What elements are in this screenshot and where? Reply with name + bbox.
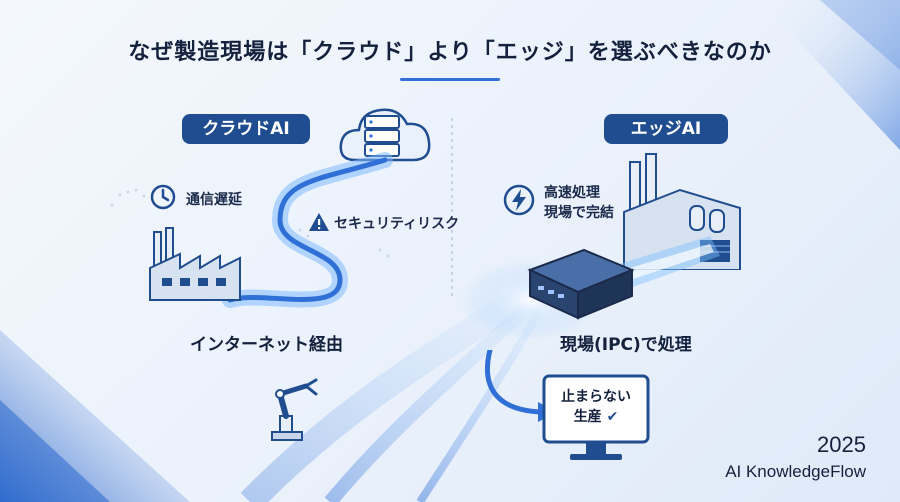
edge-ai-badge: エッジAI <box>604 114 728 144</box>
lightning-icon <box>503 184 535 216</box>
cloud-server-icon <box>339 108 431 162</box>
title-underline <box>400 78 500 81</box>
monitor-text-line2-label: 生産 <box>573 409 602 425</box>
footer-brand: AI KnowledgeFlow <box>725 462 866 481</box>
checkmark-icon: ✔ <box>606 409 619 425</box>
winding-network-path <box>222 152 393 308</box>
warning-icon <box>309 213 329 231</box>
speed-label-line2: 現場で完結 <box>544 205 614 221</box>
robot-arm-icon <box>271 378 318 441</box>
cloud-caption: インターネット経由 <box>190 335 343 355</box>
factory-icon <box>149 227 241 301</box>
clock-icon <box>150 184 176 210</box>
cloud-ai-badge: クラウドAI <box>182 114 310 144</box>
speed-label-line1: 高速処理 <box>544 185 600 201</box>
security-risk-label: セキュリティリスク <box>334 216 460 232</box>
edge-caption: 現場(IPC)で処理 <box>560 335 692 355</box>
monitor-text-line2: 生産 ✔ <box>548 406 644 426</box>
monitor-icon <box>542 374 650 460</box>
footer-year: 2025 <box>817 432 866 457</box>
monitor-text-line1: 止まらない <box>561 389 631 405</box>
latency-label: 通信遅延 <box>186 192 242 208</box>
ipc-box-icon <box>527 248 635 320</box>
page-title: なぜ製造現場は「クラウド」より「エッジ」を選ぶべきなのか <box>128 40 772 65</box>
